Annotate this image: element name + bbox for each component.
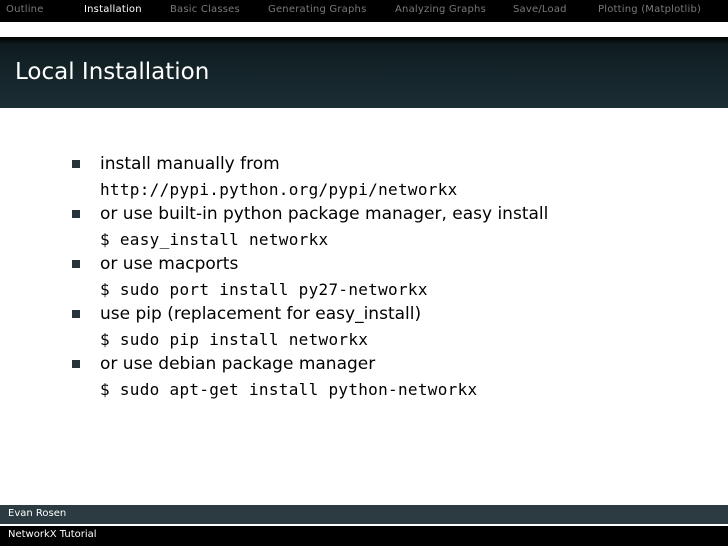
footer-talk-bar: NetworkX Tutorial (0, 526, 728, 546)
nav-item-analyzing-graphs[interactable]: Analyzing Graphs (395, 4, 486, 15)
slide-title: Local Installation (15, 59, 210, 85)
footer-author: Evan Rosen (8, 508, 67, 519)
footer-author-bar: Evan Rosen (0, 505, 728, 524)
item-code: http://pypi.python.org/pypi/networkx (100, 180, 458, 199)
square-bullet-icon (72, 210, 80, 218)
nav-item-installation[interactable]: Installation (84, 4, 142, 15)
nav-item-outline[interactable]: Outline (6, 4, 44, 15)
item-text: install manually from (100, 154, 280, 174)
item-text: or use debian package manager (100, 354, 376, 374)
square-bullet-icon (72, 360, 80, 368)
item-text: or use built-in python package manager, … (100, 204, 549, 224)
square-bullet-icon (72, 310, 80, 318)
bullet-list: install manually from http://pypi.python… (72, 152, 548, 402)
nav-item-basic-classes[interactable]: Basic Classes (170, 4, 240, 15)
nav-item-plotting[interactable]: Plotting (Matplotlib) (598, 4, 702, 15)
list-item: or use macports $ sudo port install py27… (72, 252, 548, 302)
slide-title-bar: Local Installation (0, 37, 728, 108)
item-text: or use macports (100, 254, 239, 274)
list-item: install manually from http://pypi.python… (72, 152, 548, 202)
item-code: $ sudo apt-get install python-networkx (100, 380, 478, 399)
square-bullet-icon (72, 260, 80, 268)
list-item: use pip (replacement for easy_install) $… (72, 302, 548, 352)
list-item: or use debian package manager $ sudo apt… (72, 352, 548, 402)
item-code: $ sudo pip install networkx (100, 330, 369, 349)
nav-item-save-load[interactable]: Save/Load (513, 4, 567, 15)
square-bullet-icon (72, 160, 80, 168)
item-code: $ sudo port install py27-networkx (100, 280, 428, 299)
item-code: $ easy_install networkx (100, 230, 329, 249)
footer-talk-title: NetworkX Tutorial (8, 529, 97, 540)
nav-item-generating-graphs[interactable]: Generating Graphs (268, 4, 367, 15)
item-text: use pip (replacement for easy_install) (100, 304, 422, 324)
list-item: or use built-in python package manager, … (72, 202, 548, 252)
section-nav-bar: Outline Installation Basic Classes Gener… (0, 0, 728, 22)
